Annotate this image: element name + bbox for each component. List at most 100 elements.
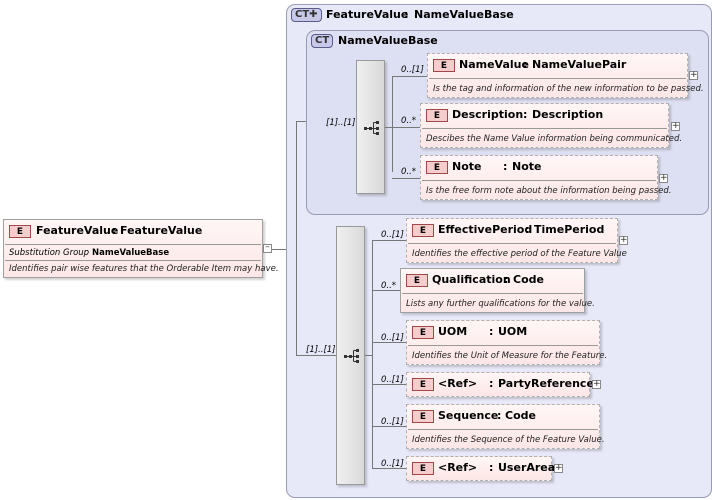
sequence-compositor[interactable] (336, 226, 365, 485)
element-cardinality: 0..[1] (381, 417, 404, 427)
element-name: Description (452, 108, 524, 121)
element-badge: E (412, 224, 434, 237)
element-cardinality: 0..[1] (381, 459, 404, 469)
element-cardinality: 0..[1] (381, 375, 404, 385)
divider (408, 345, 598, 346)
divider (429, 78, 686, 79)
element-cardinality: 0..[1] (381, 230, 404, 240)
element-type: Code (505, 409, 536, 422)
element-badge: E (412, 410, 434, 423)
complex-type-badge-text: CT (295, 9, 310, 20)
element-sep: : (489, 461, 494, 474)
expand-icon[interactable]: + (689, 70, 698, 80)
element-badge: E (426, 161, 448, 174)
connector-line (392, 178, 420, 179)
element-cardinality: 0..* (381, 281, 397, 291)
complex-type-base: NameValueBase (414, 8, 514, 21)
element-effectiveperiod[interactable]: E EffectivePeriod : TimePeriod Identifie… (406, 218, 627, 263)
element-doc: Lists any further qualifications for the… (406, 299, 595, 309)
connector-line (372, 240, 406, 241)
connector-line (372, 240, 373, 468)
root-element-box[interactable]: E FeatureValue : FeatureValue Substituti… (3, 219, 279, 278)
element-namevalue[interactable]: E NameValue : NameValuePair Is the tag a… (427, 53, 704, 98)
element-cardinality: 0..[1] (401, 65, 424, 75)
element-doc: Descibes the Name Value information bein… (426, 134, 683, 144)
element-name: <Ref> (438, 461, 478, 474)
divider (422, 128, 667, 129)
element-sep: : (523, 108, 528, 121)
element-uom[interactable]: E UOM : UOM Identifies the Unit of Measu… (406, 320, 607, 365)
element-sep: : (497, 409, 502, 422)
element-type: UserArea (498, 461, 556, 474)
element-doc: Identifies the Sequence of the Feature V… (412, 435, 605, 445)
complex-type-badge: CT✚ (291, 8, 322, 22)
divider (422, 180, 656, 181)
expand-icon[interactable]: + (592, 379, 601, 389)
element-user-area-ref[interactable]: E <Ref> : UserArea (406, 456, 556, 481)
element-qualification[interactable]: E Qualification : Code Lists any further… (400, 268, 595, 313)
expand-icon[interactable]: + (554, 463, 563, 473)
element-badge: E (412, 378, 434, 391)
complex-type-title: FeatureValue (326, 8, 409, 21)
element-description[interactable]: E Description : Description Descibes the… (420, 103, 682, 148)
element-badge: E (426, 109, 448, 122)
element-badge: E (406, 274, 428, 287)
connector-line (392, 76, 427, 77)
element-cardinality: 0..* (401, 167, 417, 177)
element-name: NameValue (459, 58, 529, 71)
divider (408, 429, 598, 430)
divider (402, 293, 583, 294)
element-name: Qualification (432, 273, 511, 286)
connector-line (296, 121, 297, 355)
element-sep: : (489, 325, 494, 338)
connector-line (372, 290, 400, 291)
element-type: TimePeriod (534, 223, 605, 236)
root-element-doc: Identifies pair wise features that the O… (9, 264, 279, 274)
connector-line (272, 249, 296, 250)
collapse-toggle-icon[interactable]: – (263, 243, 272, 253)
connector-line (372, 426, 406, 427)
element-note[interactable]: E Note : Note Is the free form note abou… (420, 155, 672, 200)
connector-line (372, 342, 406, 343)
element-type: PartyReferences (498, 377, 601, 390)
element-badge: E (412, 462, 434, 475)
element-party-references-ref[interactable]: E <Ref> : PartyReferences (406, 372, 600, 397)
element-doc: Is the free form note about the informat… (426, 186, 672, 196)
element-doc: Is the tag and information of the new in… (433, 84, 704, 94)
expand-icon[interactable]: + (619, 235, 628, 245)
element-cardinality: 0..[1] (381, 333, 404, 343)
sequence-compositor[interactable] (356, 60, 385, 194)
element-sep: : (525, 223, 530, 236)
element-sequence[interactable]: E Sequence : Code Identifies the Sequenc… (406, 404, 605, 449)
expand-icon[interactable]: + (671, 121, 680, 131)
element-name: Sequence (438, 409, 499, 422)
sequence-cardinality: [1]..[1] (306, 345, 336, 355)
substitution-group-value: NameValueBase (92, 248, 170, 258)
root-element-type: FeatureValue (120, 224, 203, 237)
connector-line (385, 127, 392, 128)
element-cardinality: 0..* (401, 116, 417, 126)
connector-line (372, 468, 406, 469)
element-badge: E (9, 225, 31, 238)
expand-icon[interactable]: + (659, 173, 668, 183)
root-element-sep: : (112, 224, 117, 237)
root-element-name: FeatureValue (36, 224, 119, 237)
sequence-icon (364, 121, 379, 135)
sequence-icon (344, 349, 359, 363)
connector-line (392, 127, 420, 128)
element-type: Note (512, 160, 542, 173)
element-sep: : (503, 160, 508, 173)
connector-line (296, 355, 336, 356)
element-type: Description (532, 108, 604, 121)
divider (408, 243, 616, 244)
element-name: <Ref> (438, 377, 478, 390)
element-sep: : (489, 377, 494, 390)
connector-line (365, 355, 372, 356)
connector-line (372, 384, 406, 385)
element-type: NameValuePair (532, 58, 627, 71)
element-doc: Identifies the Unit of Measure for the F… (412, 351, 608, 361)
element-name: UOM (438, 325, 468, 338)
element-badge: E (433, 59, 455, 72)
element-name: Note (452, 160, 482, 173)
element-sep: : (504, 273, 509, 286)
